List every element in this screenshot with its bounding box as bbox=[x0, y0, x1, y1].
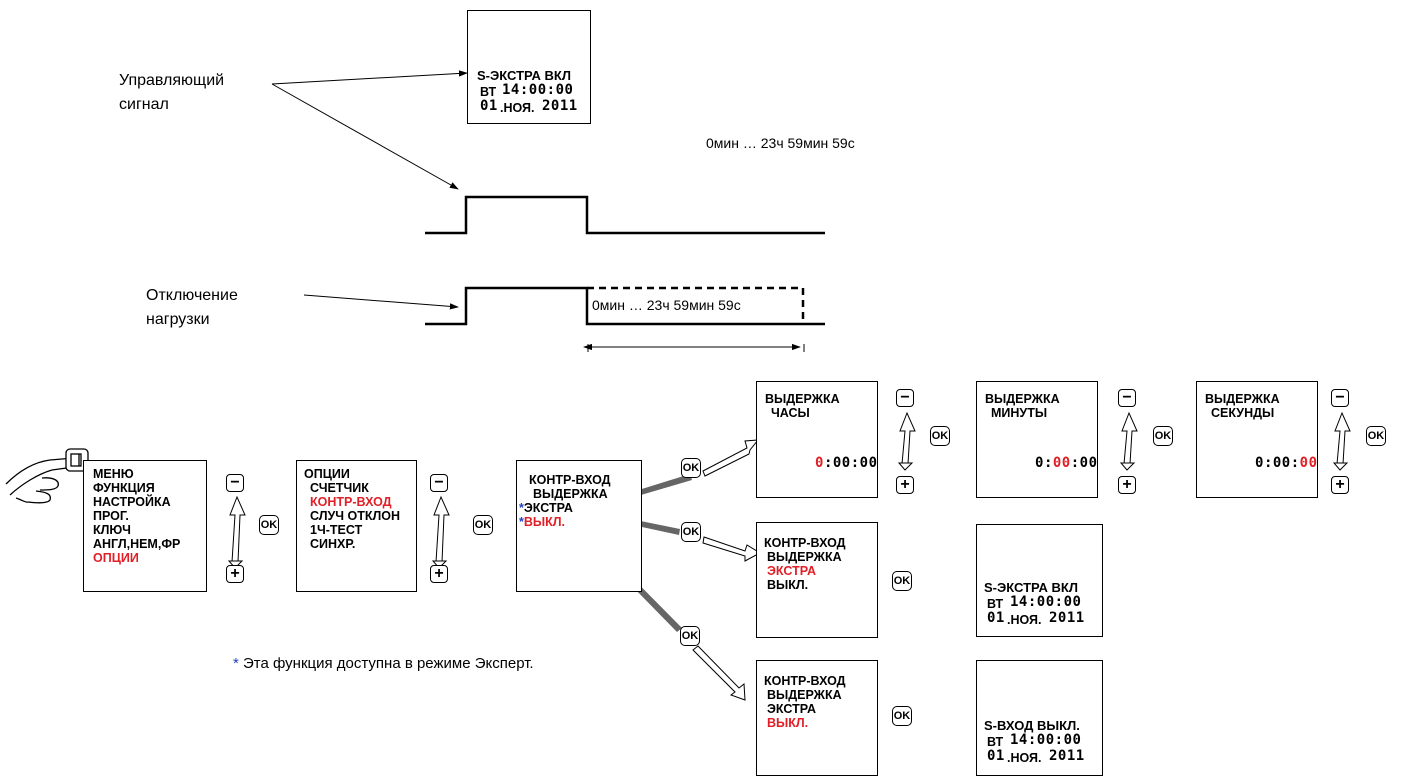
menu-main-item-1[interactable]: ФУНКЦИЯ bbox=[93, 481, 155, 495]
menu-main-item-0[interactable]: МЕНЮ bbox=[93, 467, 134, 481]
lcd-line1: S-ВХОД ВЫКЛ. bbox=[984, 718, 1080, 733]
delay-minutes-subtitle: МИНУТЫ bbox=[991, 406, 1048, 420]
lcd-date-day: 01 bbox=[987, 610, 1005, 626]
range-label-top: 0мин … 23ч 59мин 59с bbox=[706, 135, 855, 151]
lcd-date-day: 01 bbox=[480, 98, 498, 114]
menu-input-item-2[interactable]: *ЭКСТРА bbox=[519, 501, 573, 515]
lcd-time: 14:00:00 bbox=[502, 82, 574, 98]
lcd-time: 14:00:00 bbox=[1010, 732, 1082, 748]
menu-options: ОПЦИИ СЧЕТЧИК КОНТР-ВХОД СЛУЧ ОТКЛОН 1Ч-… bbox=[296, 460, 417, 592]
ok-button-icon[interactable]: OK bbox=[930, 426, 950, 446]
ok-button-icon[interactable]: OK bbox=[1153, 426, 1173, 446]
footnote-star: * bbox=[233, 655, 239, 672]
menu-main-item-6[interactable]: ОПЦИИ bbox=[93, 551, 139, 565]
lcd-day: ВТ bbox=[987, 735, 1004, 749]
control-signal-pointers bbox=[271, 70, 468, 190]
delay-seconds-value[interactable]: 0:00:00 bbox=[1255, 455, 1318, 471]
lcd-day: ВТ bbox=[987, 597, 1004, 611]
plus-button-icon[interactable]: + bbox=[896, 476, 914, 494]
lcd-date-month: .НОЯ. bbox=[1007, 613, 1042, 627]
menu-input-item-1[interactable]: ВЫДЕРЖКА bbox=[533, 487, 608, 501]
control-signal-wave bbox=[425, 195, 825, 235]
menu-extra: КОНТР-ВХОД ВЫДЕРЖКА ЭКСТРА ВЫКЛ. bbox=[756, 522, 878, 638]
range-label-bottom: 0мин … 23ч 59мин 59с bbox=[592, 297, 741, 313]
lcd-time: 14:00:00 bbox=[1010, 594, 1082, 610]
menu-extra-item-1[interactable]: ВЫДЕРЖКА bbox=[767, 550, 842, 564]
lcd-date-year: 2011 bbox=[1049, 610, 1085, 626]
minus-button-icon[interactable]: − bbox=[226, 474, 244, 492]
minus-button-icon[interactable]: − bbox=[1118, 389, 1136, 407]
delay-seconds-screen: ВЫДЕРЖКА СЕКУНДЫ 0:00:00 bbox=[1196, 381, 1318, 498]
menu-extra-item-3[interactable]: ВЫКЛ. bbox=[767, 578, 809, 592]
load-off-pointer bbox=[303, 294, 459, 310]
lcd-day: ВТ bbox=[480, 85, 497, 99]
lcd-screen-extra-on: S-ЭКСТРА ВКЛ ВТ 14:00:00 01 .НОЯ. 2011 bbox=[976, 524, 1103, 637]
delay-minutes-screen: ВЫДЕРЖКА МИНУТЫ 0:00:00 bbox=[976, 381, 1098, 498]
menu-off: КОНТР-ВХОД ВЫДЕРЖКА ЭКСТРА ВЫКЛ. bbox=[756, 660, 878, 776]
footnote: * Эта функция доступна в режиме Эксперт. bbox=[233, 655, 534, 672]
lcd-date-year: 2011 bbox=[542, 98, 578, 114]
menu-input-item-0[interactable]: КОНТР-ВХОД bbox=[529, 473, 611, 487]
menu-input-item-3[interactable]: *ВЫКЛ. bbox=[519, 515, 566, 529]
minus-button-icon[interactable]: − bbox=[430, 474, 448, 492]
star-mark: * bbox=[519, 501, 524, 515]
lcd-date-month: .НОЯ. bbox=[1007, 751, 1042, 765]
lcd-screen-input-off: S-ВХОД ВЫКЛ. ВТ 14:00:00 01 .НОЯ. 2011 bbox=[976, 660, 1103, 776]
menu-options-item-3[interactable]: СЛУЧ ОТКЛОН bbox=[310, 509, 401, 523]
menu-main-item-5[interactable]: АНГЛ,НЕМ,ФР bbox=[93, 537, 181, 551]
ok-button-icon[interactable]: OK bbox=[259, 515, 279, 535]
menu-options-item-0[interactable]: ОПЦИИ bbox=[304, 467, 350, 481]
ok-button-icon[interactable]: OK bbox=[892, 571, 912, 591]
lcd-date-day: 01 bbox=[987, 748, 1005, 764]
menu-options-item-5[interactable]: СИНХР. bbox=[310, 537, 356, 551]
lcd-line1: S-ЭКСТРА ВКЛ bbox=[984, 580, 1078, 595]
load-off-delay-dashed bbox=[587, 286, 805, 324]
menu-off-item-0[interactable]: КОНТР-ВХОД bbox=[764, 674, 846, 688]
minus-button-icon[interactable]: − bbox=[896, 389, 914, 407]
delay-hours-value[interactable]: 0:00:00 bbox=[815, 455, 878, 471]
plus-button-icon[interactable]: + bbox=[1118, 476, 1136, 494]
control-signal-label: Управляющий сигнал bbox=[119, 72, 225, 113]
scroll-arrow-icon bbox=[227, 411, 1351, 569]
menu-options-item-2[interactable]: КОНТР-ВХОД bbox=[310, 495, 392, 509]
delay-minutes-value[interactable]: 0:00:00 bbox=[1035, 455, 1098, 471]
menu-main-item-3[interactable]: ПРОГ. bbox=[93, 509, 129, 523]
delay-seconds-subtitle: СЕКУНДЫ bbox=[1211, 406, 1275, 420]
menu-main-item-2[interactable]: НАСТРОЙКА bbox=[93, 495, 171, 509]
ok-button-icon[interactable]: OK bbox=[680, 626, 700, 646]
minus-button-icon[interactable]: − bbox=[1331, 389, 1349, 407]
lcd-date-year: 2011 bbox=[1049, 748, 1085, 764]
delay-hours-subtitle: ЧАСЫ bbox=[771, 406, 810, 420]
plus-button-icon[interactable]: + bbox=[1331, 476, 1349, 494]
delay-hours-screen: ВЫДЕРЖКА ЧАСЫ 0:00:00 bbox=[756, 381, 878, 498]
ok-button-icon[interactable]: OK bbox=[681, 458, 701, 478]
lcd-date-month: .НОЯ. bbox=[500, 101, 535, 115]
menu-off-item-2[interactable]: ЭКСТРА bbox=[767, 702, 816, 716]
lcd-line1: S-ЭКСТРА ВКЛ bbox=[477, 68, 571, 83]
plus-button-icon[interactable]: + bbox=[226, 565, 244, 583]
menu-off-item-1[interactable]: ВЫДЕРЖКА bbox=[767, 688, 842, 702]
star-mark: * bbox=[519, 515, 524, 529]
ok-button-icon[interactable]: OK bbox=[1366, 426, 1386, 446]
menu-options-item-4[interactable]: 1Ч-ТЕСТ bbox=[310, 523, 363, 537]
delay-hours-title: ВЫДЕРЖКА bbox=[765, 392, 840, 406]
menu-input: КОНТР-ВХОД ВЫДЕРЖКА *ЭКСТРА *ВЫКЛ. bbox=[516, 460, 642, 592]
ok-button-icon[interactable]: OK bbox=[473, 515, 493, 535]
ok-button-icon[interactable]: OK bbox=[892, 706, 912, 726]
delay-seconds-title: ВЫДЕРЖКА bbox=[1205, 392, 1280, 406]
menu-main-item-4[interactable]: КЛЮЧ bbox=[93, 523, 131, 537]
menu-main: МЕНЮ ФУНКЦИЯ НАСТРОЙКА ПРОГ. КЛЮЧ АНГЛ,Н… bbox=[83, 460, 207, 592]
load-off-wave bbox=[425, 286, 825, 326]
menu-extra-item-2[interactable]: ЭКСТРА bbox=[767, 564, 816, 578]
plus-button-icon[interactable]: + bbox=[430, 565, 448, 583]
menu-options-item-1[interactable]: СЧЕТЧИК bbox=[310, 481, 369, 495]
ok-button-icon[interactable]: OK bbox=[681, 522, 701, 542]
delay-minutes-title: ВЫДЕРЖКА bbox=[985, 392, 1060, 406]
footnote-text: Эта функция доступна в режиме Эксперт. bbox=[238, 655, 534, 672]
load-off-label: Отключение нагрузки bbox=[146, 287, 238, 328]
lcd-screen-top: S-ЭКСТРА ВКЛ ВТ 14:00:00 01 .НОЯ. 2011 bbox=[467, 10, 591, 124]
menu-extra-item-0[interactable]: КОНТР-ВХОД bbox=[764, 536, 846, 550]
menu-off-item-3[interactable]: ВЫКЛ. bbox=[767, 716, 809, 730]
hand-pointer-icon bbox=[5, 448, 89, 504]
